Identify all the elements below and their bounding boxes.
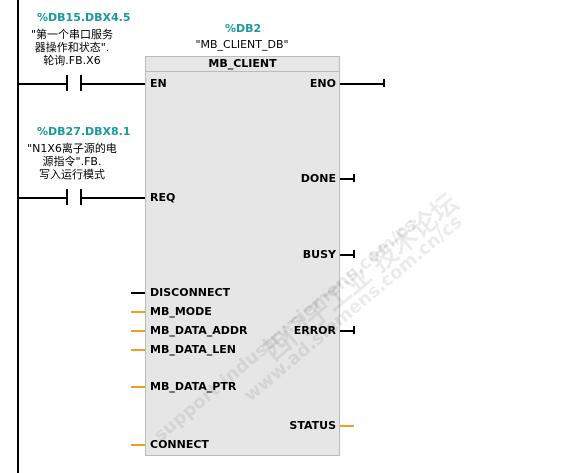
pin-mb-mode-line — [131, 311, 145, 313]
pin-connect[interactable]: CONNECT — [150, 438, 209, 451]
pin-mb-data-len[interactable]: MB_DATA_LEN — [150, 343, 237, 356]
contact-2-comment: "N1X6离子源的电 源指令".FB. 写入运行模式 — [22, 142, 122, 181]
contact-1-left-bar[interactable] — [66, 75, 68, 91]
contact-1-comment-line: 轮询.FB.X6 — [43, 54, 101, 67]
pin-mb-data-addr-line — [131, 330, 145, 332]
wire-contact-1-to-en — [82, 83, 145, 85]
contact-2-comment-line: 写入运行模式 — [39, 168, 105, 181]
wire-rail-to-contact-1 — [18, 83, 66, 85]
pin-connect-line — [131, 444, 145, 446]
contact-1-address[interactable]: %DB15.DBX4.5 — [37, 11, 131, 24]
contact-2-comment-line: 源指令".FB. — [42, 155, 102, 168]
wire-rail-to-contact-2 — [18, 197, 66, 199]
pin-status-line — [340, 425, 354, 427]
pin-done-end — [353, 174, 355, 182]
pin-busy[interactable]: BUSY — [302, 248, 336, 261]
wire-contact-2-to-req — [82, 197, 145, 199]
contact-1-comment: "第一个串口服务 器操作和状态". 轮询.FB.X6 — [22, 28, 122, 67]
pin-error-line — [340, 330, 354, 332]
pin-mb-data-ptr-line — [131, 386, 145, 388]
pin-mb-data-len-line — [131, 349, 145, 351]
contact-2-left-bar[interactable] — [66, 189, 68, 205]
pin-eno-line — [340, 83, 385, 85]
pin-mb-data-ptr[interactable]: MB_DATA_PTR — [150, 380, 237, 393]
contact-2-address[interactable]: %DB27.DBX8.1 — [37, 125, 131, 138]
contact-2-right-bar[interactable] — [80, 189, 82, 205]
pin-req[interactable]: REQ — [150, 191, 176, 204]
pin-en[interactable]: EN — [150, 77, 167, 90]
pin-error-end — [353, 326, 355, 334]
pin-disconnect[interactable]: DISCONNECT — [150, 286, 231, 299]
pin-mb-data-addr[interactable]: MB_DATA_ADDR — [150, 324, 248, 337]
pin-disconnect-line — [131, 292, 145, 294]
pin-busy-end — [353, 250, 355, 258]
left-power-rail — [17, 0, 19, 473]
pin-error[interactable]: ERROR — [293, 324, 336, 337]
pin-eno-end — [383, 79, 385, 87]
pin-eno[interactable]: ENO — [309, 77, 336, 90]
instance-db-address[interactable]: %DB2 — [225, 22, 262, 35]
contact-2-comment-line: "N1X6离子源的电 — [27, 142, 117, 155]
block-type-name: MB_CLIENT — [146, 57, 339, 72]
pin-mb-mode[interactable]: MB_MODE — [150, 305, 212, 318]
instance-db-name[interactable]: "MB_CLIENT_DB" — [195, 38, 289, 51]
pin-done-line — [340, 178, 354, 180]
contact-1-comment-line: "第一个串口服务 — [30, 28, 114, 41]
contact-1-comment-line: 器操作和状态". — [34, 41, 110, 54]
mb-client-block[interactable]: MB_CLIENT — [145, 56, 340, 456]
pin-done[interactable]: DONE — [300, 172, 336, 185]
pin-busy-line — [340, 254, 354, 256]
pin-status[interactable]: STATUS — [289, 419, 336, 432]
contact-1-right-bar[interactable] — [80, 75, 82, 91]
